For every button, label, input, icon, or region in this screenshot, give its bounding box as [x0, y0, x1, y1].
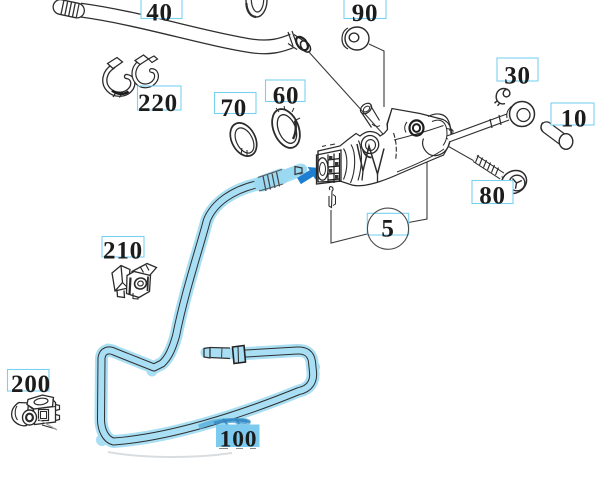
svg-text:30: 30	[504, 63, 531, 90]
svg-text:40: 40	[146, 0, 173, 27]
svg-text:90: 90	[352, 0, 379, 27]
svg-text:60: 60	[273, 83, 300, 110]
svg-text:80: 80	[479, 183, 506, 210]
svg-text:220: 220	[138, 90, 178, 117]
svg-text:210: 210	[103, 238, 143, 265]
svg-text:10: 10	[561, 106, 588, 133]
svg-text:70: 70	[220, 95, 247, 122]
svg-text:200: 200	[11, 371, 51, 398]
svg-text:5: 5	[381, 215, 394, 242]
